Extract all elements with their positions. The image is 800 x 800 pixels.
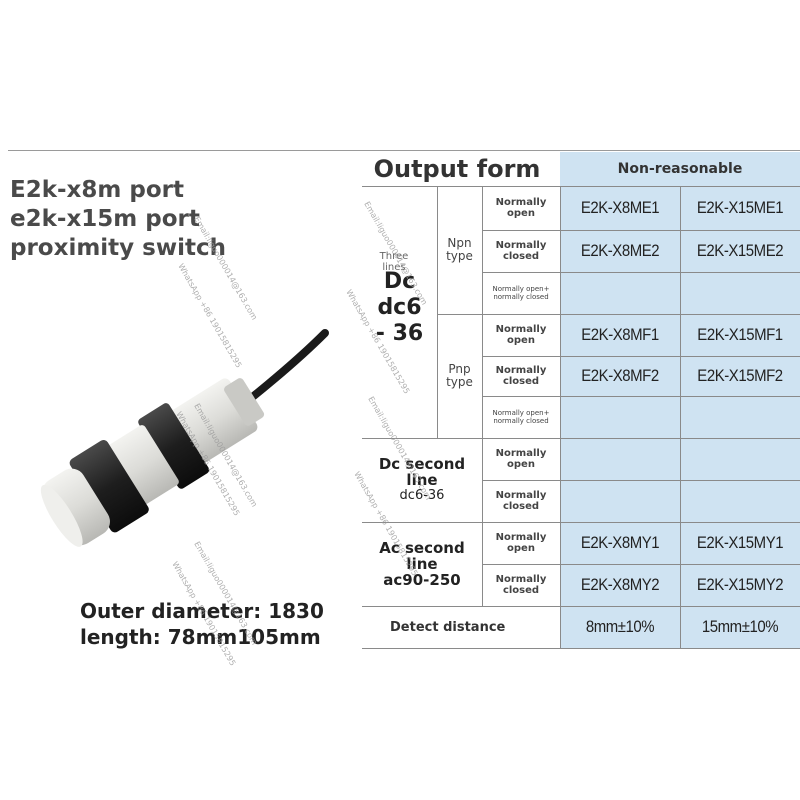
model-ac-no-15: E2K-X15MY1 (696, 533, 784, 552)
model-ac-nc-8: E2K-X8MY2 (580, 575, 660, 594)
model-pnp-nc-8: E2K-X8MF2 (581, 366, 659, 385)
rear-nut (138, 403, 210, 489)
title-line-2: e2k-x15m port (10, 206, 200, 232)
title-line-1: E2k-x8m port (10, 177, 184, 203)
product-title: E2k-x8m port e2k-x15m port proximity swi… (10, 176, 310, 263)
header-output-form: Output form (373, 155, 541, 183)
detect-distance-15: 15mm±10% (701, 617, 779, 636)
detect-distance-8: 8mm±10% (585, 617, 655, 636)
model-npn-no-8: E2K-X8ME1 (580, 198, 660, 217)
length: length: 78mm105mm (80, 625, 321, 649)
model-pnp-no-8: E2K-X8MF1 (581, 325, 659, 344)
pnp-open-closed: Normally open+normally closed (492, 409, 550, 425)
top-rule (8, 150, 800, 151)
detect-distance-label: Detect distance (390, 619, 506, 635)
header-non-reasonable: Non-reasonable (617, 161, 743, 177)
model-pnp-no-15: E2K-X15MF1 (697, 325, 783, 344)
proximity-sensor-image (40, 329, 329, 547)
model-npn-nc-15: E2K-X15ME2 (696, 241, 784, 260)
title-line-3: proximity switch (10, 235, 226, 261)
outer-diameter: Outer diameter: 1830 (80, 599, 324, 623)
model-npn-no-15: E2K-X15ME1 (696, 198, 784, 217)
sensing-face (42, 468, 110, 546)
model-npn-nc-8: E2K-X8ME2 (580, 241, 660, 260)
dimensions: Outer diameter: 1830 length: 78mm105mm (80, 598, 380, 650)
model-ac-no-8: E2K-X8MY1 (580, 533, 660, 552)
front-nut (69, 439, 149, 533)
model-pnp-nc-15: E2K-X15MF2 (697, 366, 783, 385)
model-ac-nc-15: E2K-X15MY2 (696, 575, 784, 594)
cable (241, 329, 329, 407)
npn-open-closed: Normally open+normally closed (492, 285, 550, 301)
